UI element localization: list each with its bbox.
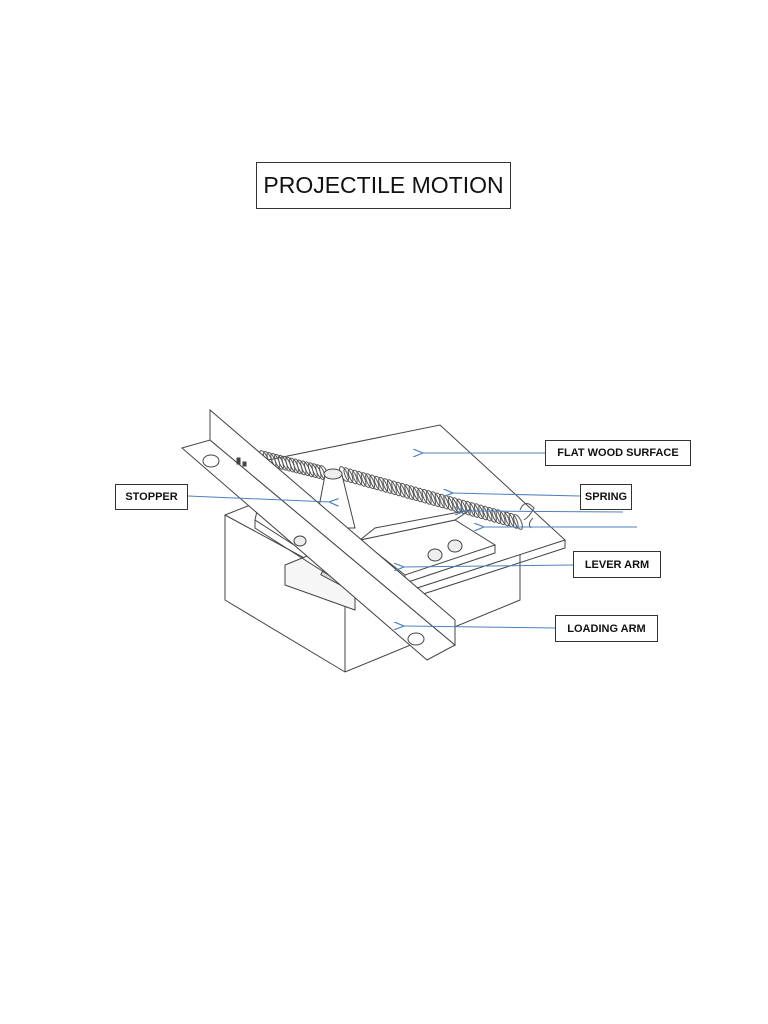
- spring-coil: [482, 505, 493, 522]
- leader-stopper: [187, 495, 330, 502]
- spring: [259, 450, 535, 530]
- loading-arm: [180, 408, 456, 661]
- label-stopper: STOPPER: [115, 484, 188, 510]
- leader-lines: [187, 453, 637, 628]
- spring-coil: [343, 467, 354, 484]
- bolt-icon: [447, 539, 463, 553]
- leader-loading-arm: [403, 626, 556, 628]
- leader-spring-2: [464, 511, 624, 512]
- leader-lever-arm: [403, 565, 574, 567]
- spring-coil: [439, 493, 450, 510]
- spring-coil: [408, 485, 419, 502]
- spring-coil: [421, 488, 432, 505]
- spring-coil: [347, 468, 358, 485]
- page-title: PROJECTILE MOTION: [256, 162, 511, 209]
- spring-coil: [365, 473, 376, 490]
- label-lever-arm: LEVER ARM: [573, 551, 661, 578]
- spring-coil: [434, 492, 445, 509]
- label-flat-wood-surface: FLAT WOOD SURFACE: [545, 440, 691, 466]
- leader-spring-1: [452, 493, 581, 496]
- spring-coil: [399, 482, 410, 499]
- bolt-icon: [293, 535, 307, 547]
- spring-coil: [508, 512, 519, 529]
- spring-coil: [382, 478, 393, 494]
- spring-coil: [386, 479, 397, 496]
- spring-coil: [395, 481, 406, 498]
- spring-coil: [473, 503, 484, 520]
- spring-coil: [465, 500, 476, 517]
- spring-coil: [391, 480, 402, 497]
- hole-icon: [407, 632, 425, 646]
- spring-coil: [491, 508, 502, 524]
- spring-coil: [373, 475, 384, 492]
- label-spring: SPRING: [580, 484, 632, 510]
- lever-arm: [358, 509, 497, 584]
- bolt-icon: [427, 548, 443, 562]
- spring-coil: [513, 514, 523, 530]
- spring-coil: [430, 491, 441, 508]
- spring-coil: [426, 490, 436, 506]
- label-loading-arm: LOADING ARM: [555, 615, 658, 642]
- spring-coil: [417, 487, 428, 504]
- spring-coil: [369, 474, 380, 491]
- spring-coil: [412, 486, 423, 503]
- spring-coil: [378, 476, 389, 493]
- spring-coil: [495, 509, 506, 526]
- spring-hook: [519, 503, 535, 521]
- spring-coil: [486, 506, 497, 523]
- spring-coil: [360, 472, 371, 488]
- spring-coil: [404, 484, 415, 500]
- spring-coil: [352, 469, 363, 486]
- hole-icon: [202, 454, 220, 468]
- spring-coil: [356, 470, 367, 487]
